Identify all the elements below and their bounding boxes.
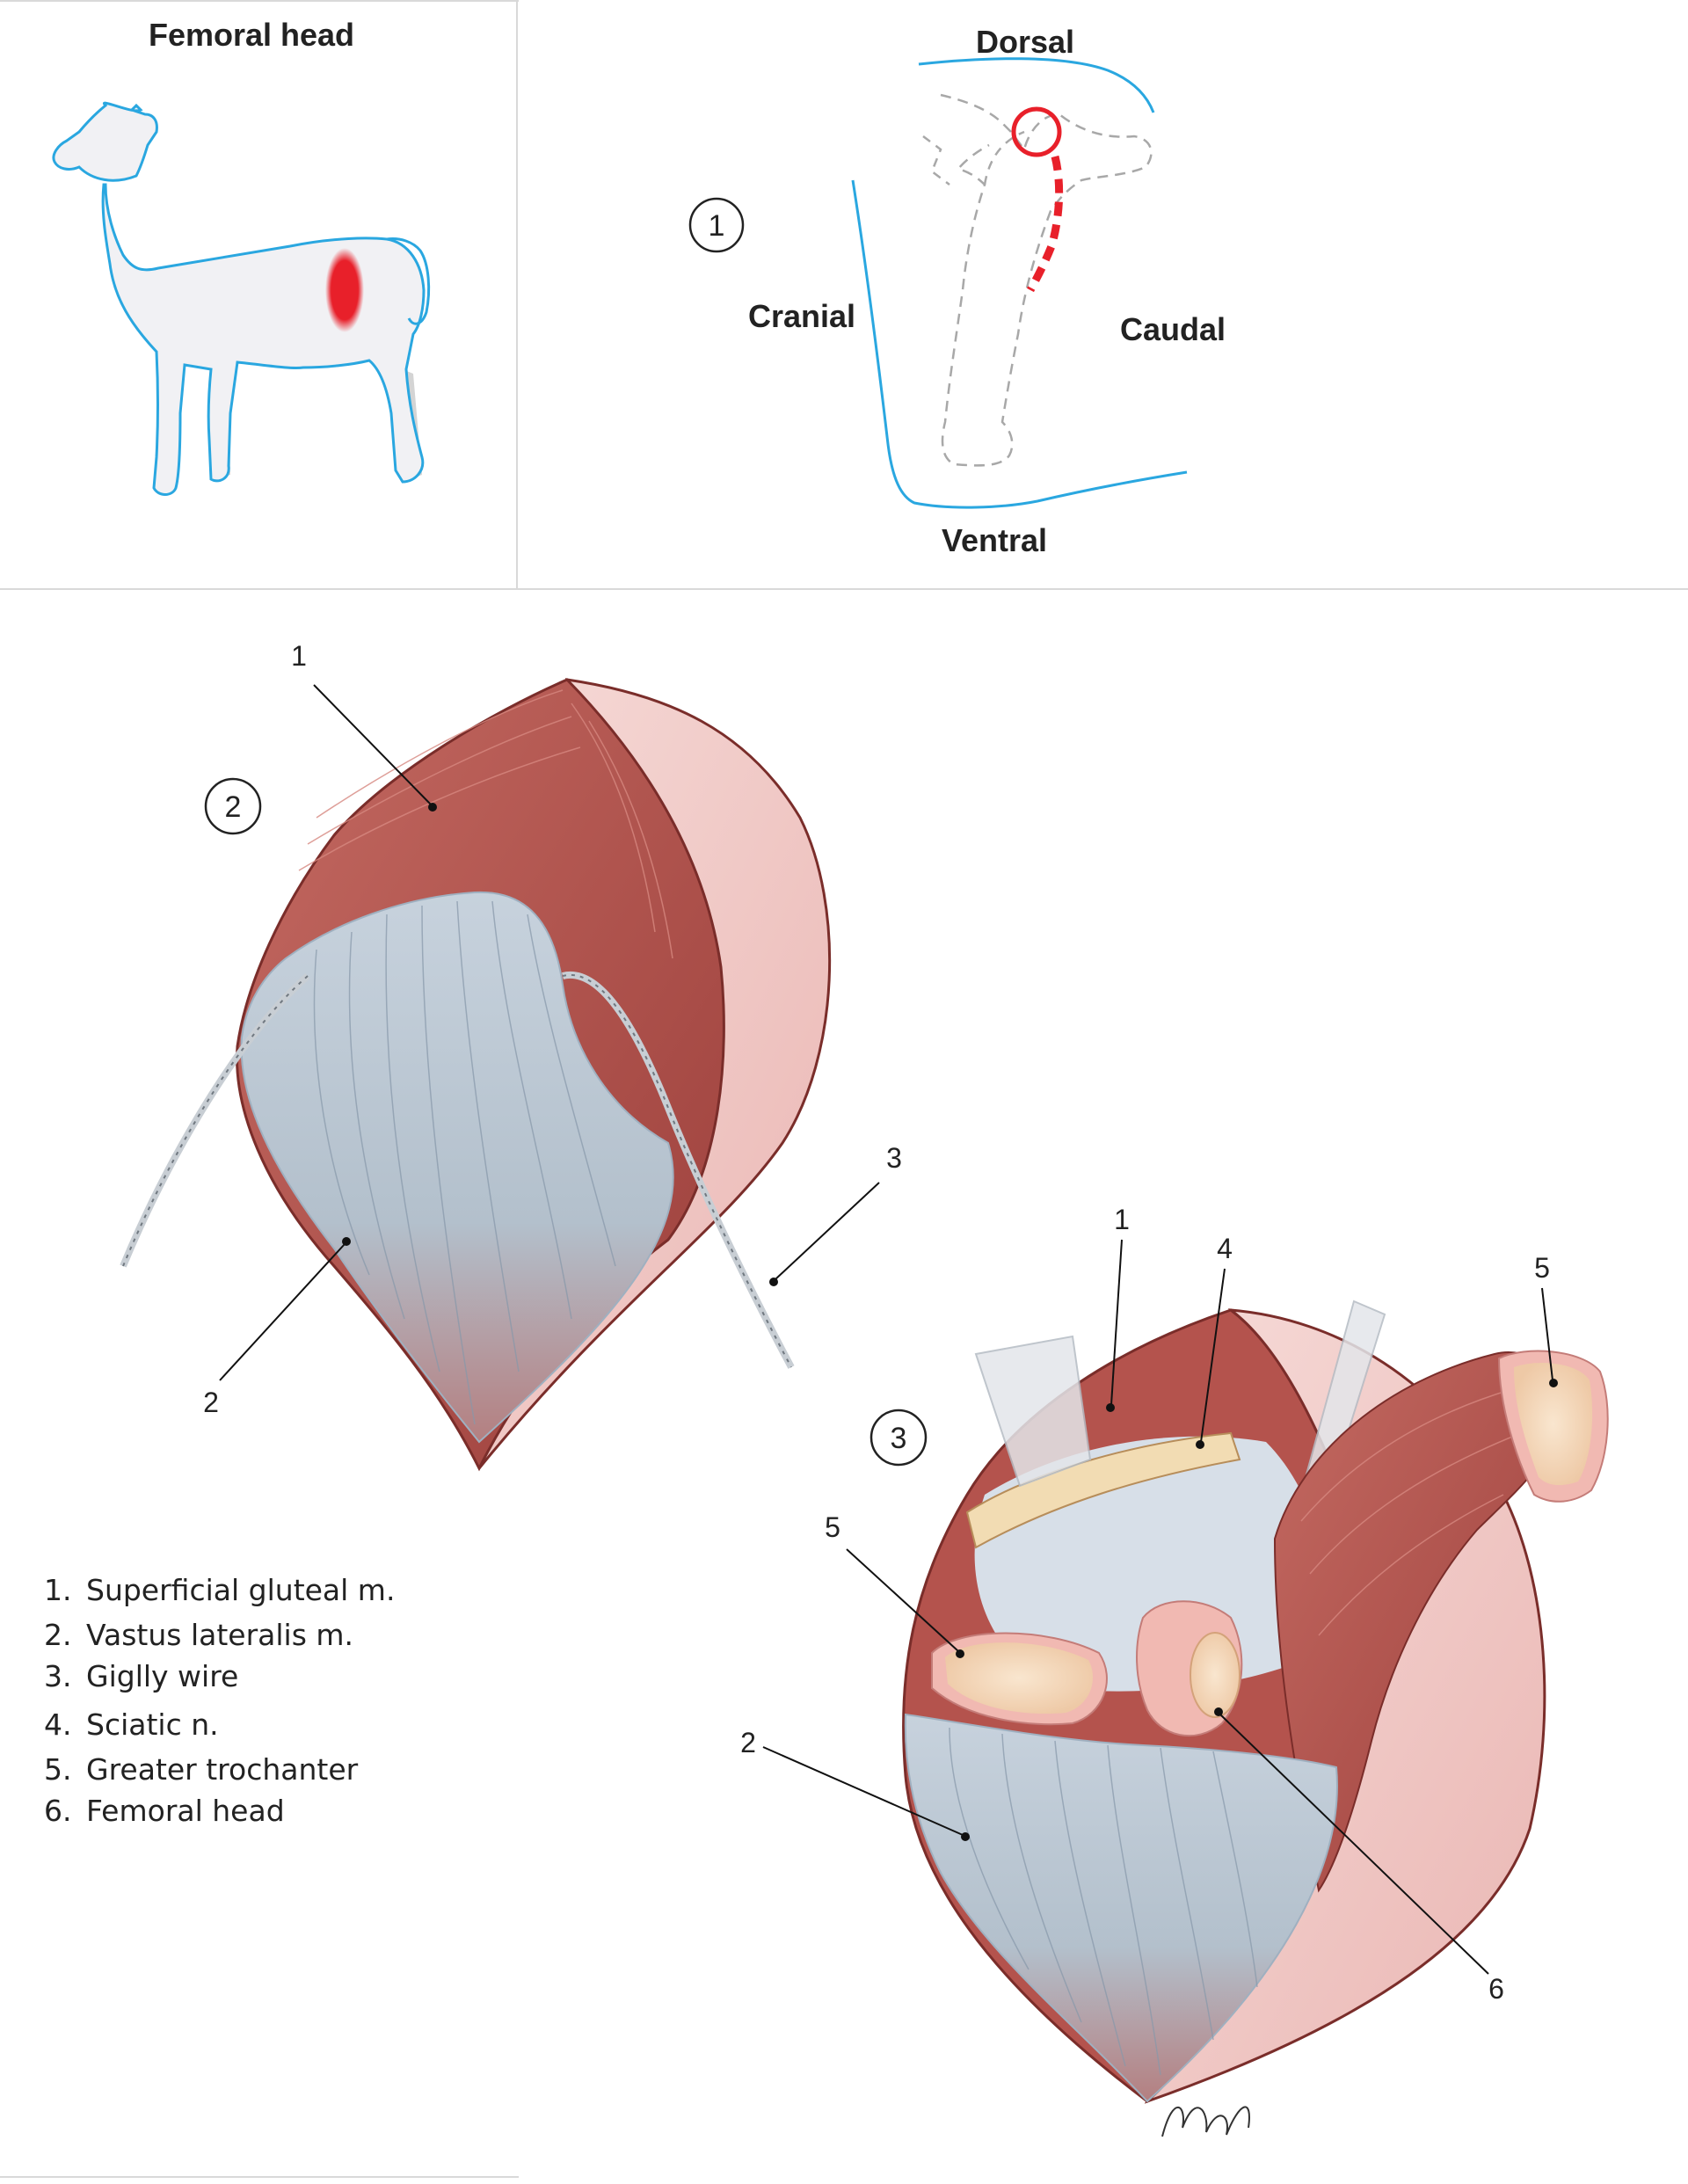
svg-text:5.: 5. bbox=[44, 1752, 72, 1787]
svg-text:1.: 1. bbox=[44, 1573, 72, 1607]
legend-item: 5. Greater trochanter bbox=[44, 1752, 359, 1787]
legend-item: 3. Giglly wire bbox=[44, 1659, 238, 1693]
svg-text:3.: 3. bbox=[44, 1659, 72, 1693]
step-1-badge bbox=[688, 197, 745, 253]
callout-3-1: 1 bbox=[1114, 1204, 1130, 1235]
vastus-lateralis-step3 bbox=[904, 1713, 1338, 2103]
legend-item: 1. Superficial gluteal m. bbox=[44, 1573, 395, 1607]
greater-trochanter-cut-right bbox=[1514, 1363, 1593, 1486]
alpaca-illustration bbox=[52, 101, 431, 496]
step-2-badge bbox=[204, 777, 262, 835]
step-3-number: 3 bbox=[891, 1422, 907, 1455]
step-2-number: 2 bbox=[225, 790, 242, 824]
svg-text:Giglly wire: Giglly wire bbox=[86, 1659, 238, 1693]
legend: 1. Superficial gluteal m. 2. Vastus late… bbox=[44, 1573, 395, 1828]
callout-3-5-left: 5 bbox=[825, 1511, 840, 1543]
label-caudal: Caudal bbox=[1120, 311, 1226, 347]
legend-item: 6. Femoral head bbox=[44, 1794, 285, 1828]
incision-line bbox=[1027, 155, 1064, 293]
femoral-head-marker bbox=[1011, 106, 1062, 157]
svg-text:Superficial gluteal m.: Superficial gluteal m. bbox=[86, 1573, 395, 1607]
callout-3-6: 6 bbox=[1488, 1973, 1504, 2005]
vastus-lateralis-muscle bbox=[240, 891, 674, 1444]
greater-trochanter-cut-left bbox=[945, 1642, 1093, 1714]
callout-3-2: 2 bbox=[740, 1727, 756, 1758]
artist-signature bbox=[1161, 2106, 1250, 2137]
svg-text:2.: 2. bbox=[44, 1618, 72, 1652]
legend-item: 2. Vastus lateralis m. bbox=[44, 1618, 353, 1652]
svg-text:Greater trochanter: Greater trochanter bbox=[86, 1752, 359, 1787]
limb-outline bbox=[851, 179, 1188, 509]
panel-title: Femoral head bbox=[149, 17, 354, 53]
callout-2: 2 bbox=[203, 1387, 219, 1418]
dorsal-outline bbox=[918, 57, 1155, 113]
callout-1: 1 bbox=[291, 640, 307, 672]
step-1-number: 1 bbox=[709, 209, 725, 243]
step-2-illustration: 2 1 3 bbox=[120, 640, 902, 1472]
bone-dashed-outline bbox=[940, 93, 1153, 467]
callout-3-4: 4 bbox=[1217, 1233, 1233, 1264]
callout-3: 3 bbox=[886, 1142, 902, 1174]
svg-text:6.: 6. bbox=[44, 1794, 72, 1828]
femoral-head-hotspot bbox=[325, 248, 364, 332]
svg-text:Sciatic n.: Sciatic n. bbox=[86, 1707, 219, 1742]
svg-text:Vastus lateralis m.: Vastus lateralis m. bbox=[86, 1618, 353, 1652]
label-ventral: Ventral bbox=[942, 522, 1047, 558]
svg-text:4.: 4. bbox=[44, 1707, 72, 1742]
panel-orientation: 1 Dorsal Cranial Caudal Ventral bbox=[688, 24, 1226, 558]
legend-item: 4. Sciatic n. bbox=[44, 1707, 219, 1742]
panel-femoral-head-location: Femoral head bbox=[52, 17, 431, 496]
label-dorsal: Dorsal bbox=[976, 24, 1074, 60]
step-3-badge bbox=[869, 1409, 928, 1467]
retractor-left bbox=[974, 1335, 1092, 1488]
femoral-head bbox=[1190, 1632, 1241, 1718]
label-cranial: Cranial bbox=[748, 298, 855, 334]
step-3-illustration: 3 bbox=[740, 1204, 1609, 2137]
callout-3-5-right: 5 bbox=[1534, 1252, 1550, 1284]
svg-text:Femoral head: Femoral head bbox=[86, 1794, 285, 1828]
